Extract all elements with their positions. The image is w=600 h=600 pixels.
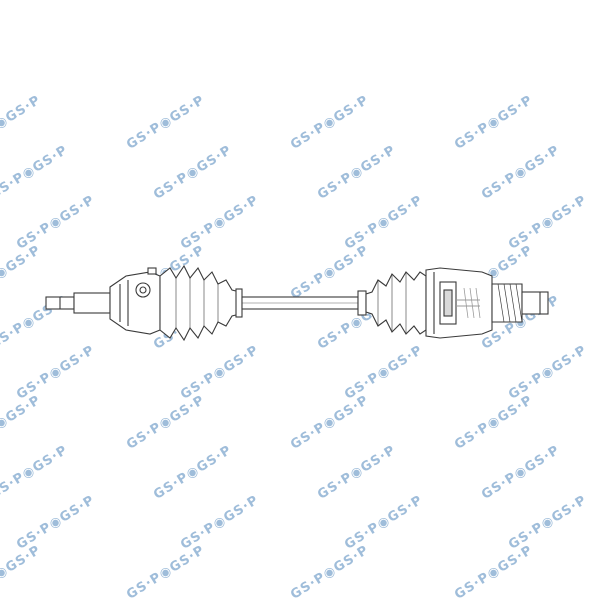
inner-splined-stub bbox=[491, 283, 549, 323]
outer-cv-joint-housing bbox=[109, 267, 161, 335]
left-stub-shaft bbox=[45, 292, 111, 314]
inner-tripod-joint-housing bbox=[425, 267, 493, 339]
outer-cv-boot bbox=[159, 264, 243, 342]
inner-cv-boot bbox=[357, 271, 427, 335]
intermediate-shaft bbox=[241, 296, 359, 310]
